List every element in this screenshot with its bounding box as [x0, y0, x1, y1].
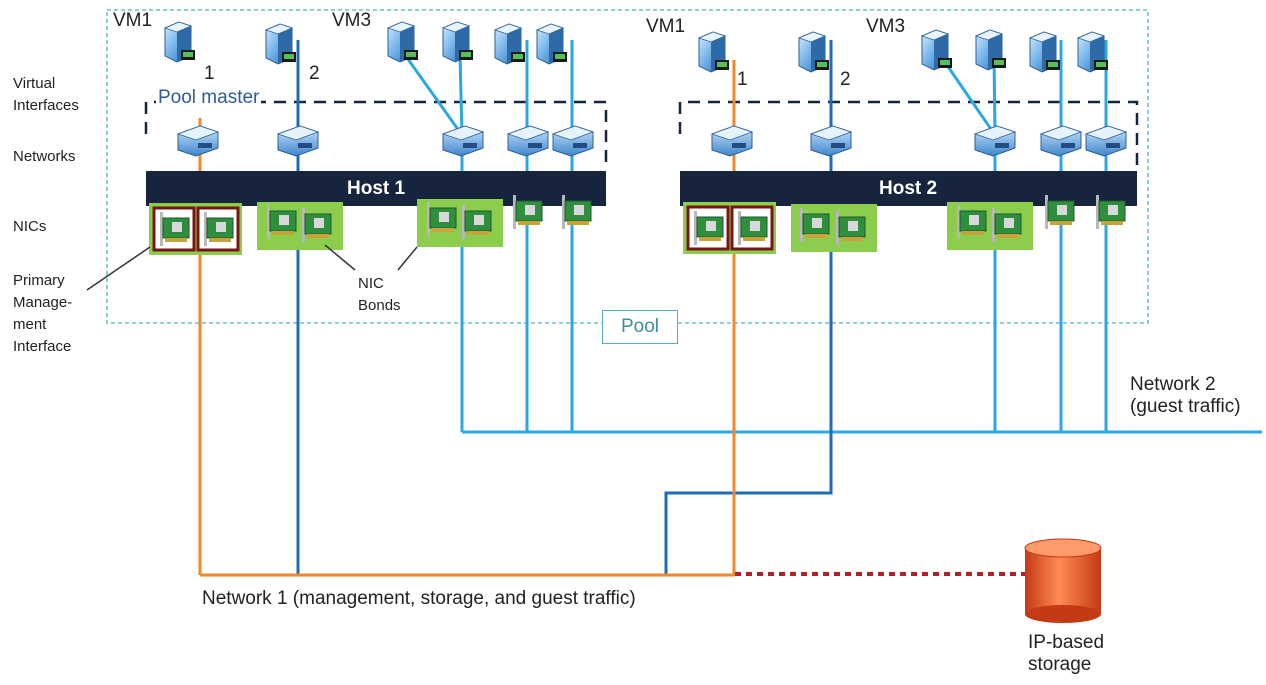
vm-server-icon [921, 29, 953, 71]
host1-vm3-label: VM3 [332, 10, 372, 31]
network-switch-icon [1040, 125, 1082, 157]
host1-network-box [144, 100, 608, 170]
host2-vif1-label: 1 [737, 69, 748, 90]
network2-label: Network 2 (guest traffic) [1130, 374, 1241, 417]
pool-label: Pool [602, 310, 679, 344]
host2-vm3-label: VM3 [866, 16, 906, 37]
network-switch-icon [552, 125, 594, 157]
nic-bonds-label: NIC Bonds [358, 275, 401, 314]
host1-vif2-label: 2 [309, 63, 320, 84]
host2-vm1-label: VM1 [646, 16, 686, 37]
vm-server-icon [265, 23, 297, 65]
host2-vif2-label: 2 [840, 69, 851, 90]
network2-lines [403, 40, 1262, 434]
host1-vm1-label: VM1 [113, 10, 153, 31]
host1-vif1-label: 1 [204, 63, 215, 84]
pool-master-label: Pool master [156, 87, 262, 109]
storage-cylinder-icon [1024, 538, 1102, 623]
vm-server-icon [494, 23, 526, 65]
label-nics: NICs [13, 218, 47, 235]
vm-server-icon [164, 21, 196, 63]
bond-callout-line-b [397, 246, 418, 271]
network1-label: Network 1 (management, storage, and gues… [202, 588, 636, 609]
network-switch-icon [277, 125, 319, 157]
storage-label: IP-based storage [1028, 632, 1105, 675]
host2-network-box [678, 100, 1139, 170]
vm-server-icon [1077, 31, 1109, 73]
bond-callout-line-a [324, 244, 356, 271]
network-switch-icon [711, 125, 753, 157]
host2-title: Host 2 [877, 178, 940, 200]
vm-server-icon [975, 29, 1007, 71]
network-switch-icon [974, 125, 1016, 157]
network-switch-icon [507, 125, 549, 157]
vm-server-icon [387, 21, 419, 63]
network-switch-icon [810, 125, 852, 157]
vm-server-icon [698, 31, 730, 73]
network-switch-icon [1085, 125, 1127, 157]
label-networks: Networks [13, 148, 76, 165]
label-primary-management-interface: Primary Manage- ment Interface [13, 272, 73, 355]
network-switch-icon [177, 125, 219, 157]
mgmt-callout-line [86, 246, 151, 291]
vm-server-icon [798, 31, 830, 73]
network-switch-icon [442, 125, 484, 157]
pool-boundary [106, 9, 1149, 324]
host1-title: Host 1 [345, 178, 408, 200]
vm-server-icon [1029, 31, 1061, 73]
vm-server-icon [442, 21, 474, 63]
label-virtual-interfaces: Virtual Interfaces [13, 75, 79, 114]
vm-server-icon [536, 23, 568, 65]
